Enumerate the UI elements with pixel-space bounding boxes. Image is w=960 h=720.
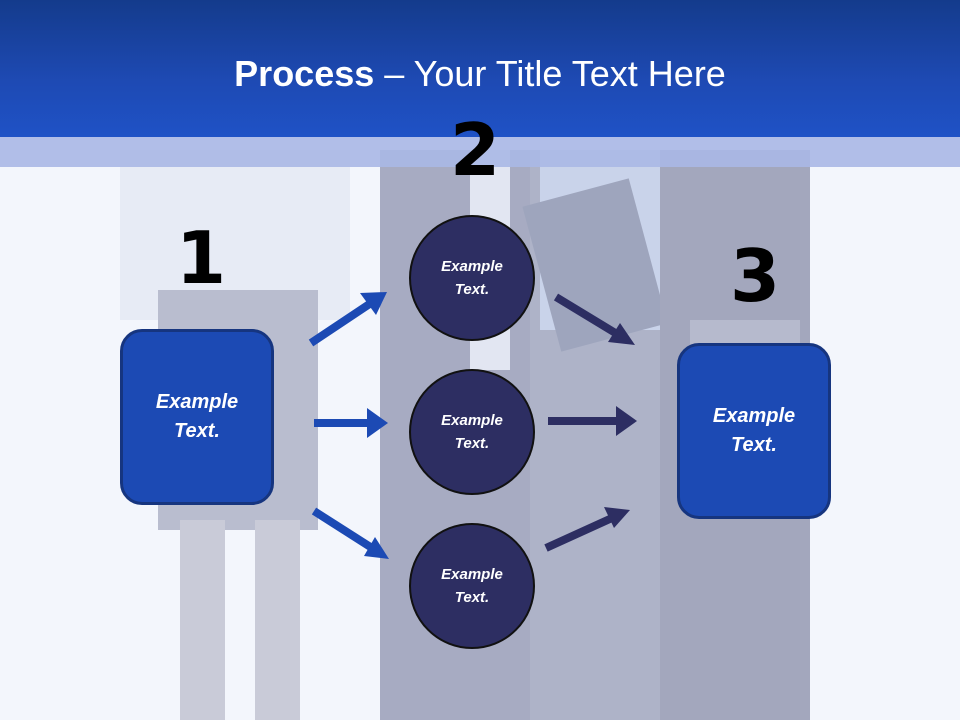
step-number-2: 2 xyxy=(450,108,501,192)
title-rest: – Your Title Text Here xyxy=(374,53,726,94)
arrow-middle-to-right xyxy=(548,406,637,436)
title-bold: Process xyxy=(234,53,375,94)
circle-middle-line2: Text. xyxy=(454,435,490,452)
arrow-left-to-top xyxy=(308,292,387,347)
arrow-left-to-bottom xyxy=(311,507,389,559)
left-box-line1: Example xyxy=(155,391,239,413)
circle-bottom-line2: Text. xyxy=(454,589,490,606)
arrow-top-to-right xyxy=(553,293,635,345)
circle-middle-line1: Example xyxy=(441,412,503,429)
circle-top: Example Text. xyxy=(409,215,535,341)
right-box: Example Text. xyxy=(677,343,831,519)
title-banner xyxy=(0,0,960,137)
circle-middle: Example Text. xyxy=(409,369,535,495)
circle-top-line1: Example xyxy=(441,258,503,275)
circle-bottom-line1: Example xyxy=(441,566,503,583)
arrow-bottom-to-right xyxy=(544,507,630,552)
left-box: Example Text. xyxy=(120,329,274,505)
step-number-3: 3 xyxy=(730,234,781,318)
left-box-line2: Text. xyxy=(174,420,220,442)
right-box-line2: Text. xyxy=(731,434,777,456)
page-title: Process – Your Title Text Here xyxy=(0,52,960,96)
circle-top-line2: Text. xyxy=(454,281,490,298)
circle-bottom: Example Text. xyxy=(409,523,535,649)
step-number-1: 1 xyxy=(176,216,227,300)
title-band xyxy=(0,137,960,167)
arrow-left-to-middle xyxy=(314,408,388,438)
right-box-line1: Example xyxy=(712,405,796,427)
